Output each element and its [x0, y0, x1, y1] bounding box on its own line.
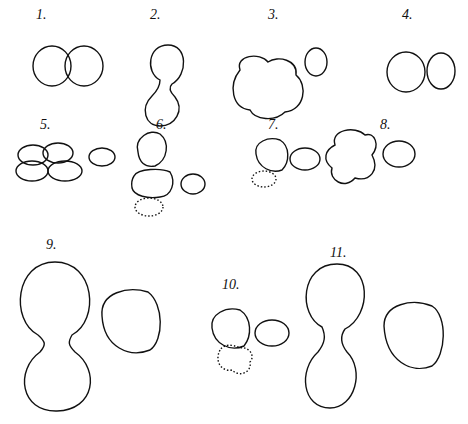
figure-number: 3. — [268, 8, 279, 22]
figure-number: 4. — [402, 8, 413, 22]
figure-number: 9. — [46, 238, 57, 252]
figure-number: 2. — [150, 8, 161, 22]
figure-number: 8. — [380, 118, 391, 132]
figure-number: 5. — [40, 118, 51, 132]
figure-number: 11. — [330, 246, 346, 260]
figure-number: 6. — [156, 118, 167, 132]
figure-number: 1. — [36, 8, 47, 22]
figure-number: 7. — [268, 118, 279, 132]
figure-number: 10. — [222, 278, 240, 292]
